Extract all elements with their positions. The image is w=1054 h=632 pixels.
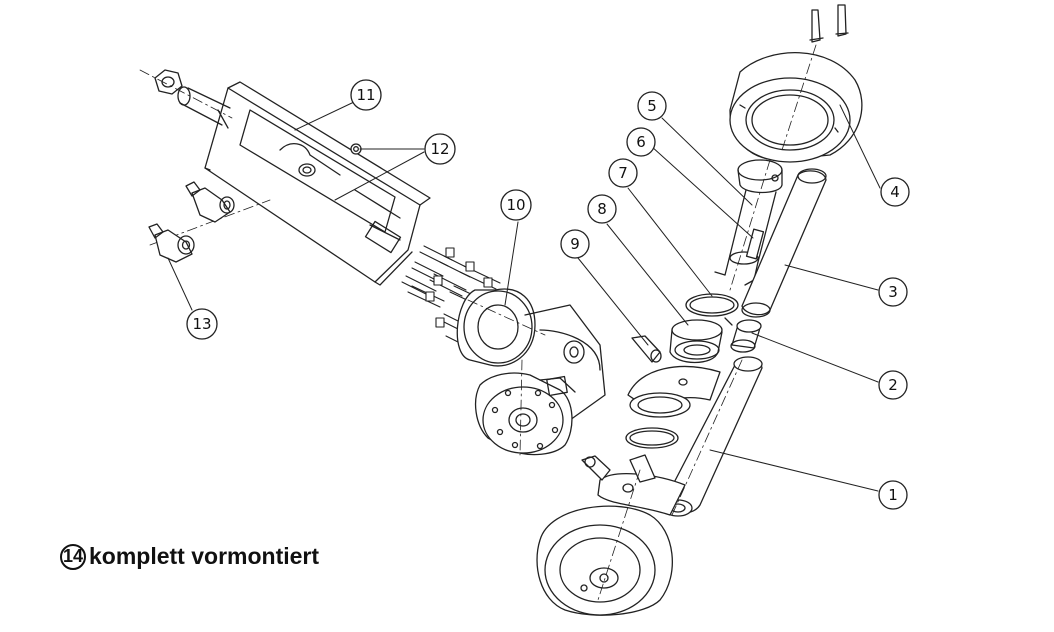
callout-circle-7 bbox=[608, 158, 638, 188]
callout-circle-5 bbox=[637, 91, 667, 121]
fittings-part-13 bbox=[148, 181, 235, 263]
caption-callout-number: 14 bbox=[60, 543, 86, 570]
circlip-part-7 bbox=[685, 293, 739, 326]
callout-label-7: 7 bbox=[618, 164, 628, 182]
callout-circle-9 bbox=[560, 229, 590, 259]
gearbox-part-10 bbox=[456, 288, 606, 456]
callout-label-4: 4 bbox=[890, 183, 900, 201]
callout-circle-1 bbox=[878, 480, 908, 510]
swing-arm-part-1 bbox=[581, 356, 763, 517]
callout-circle-6 bbox=[626, 127, 656, 157]
callout-circle-4 bbox=[880, 177, 910, 207]
gear-housing-part-11 bbox=[139, 69, 431, 286]
caption-text: komplett vormontiert bbox=[89, 543, 320, 569]
callout-label-1: 1 bbox=[888, 486, 898, 504]
assembly-caption: 14 komplett vormontiert bbox=[60, 543, 319, 570]
callout-circle-3 bbox=[878, 277, 908, 307]
bushing-part-2 bbox=[730, 319, 762, 353]
callout-label-11: 11 bbox=[356, 86, 375, 104]
tube-part-3 bbox=[741, 168, 827, 318]
bearing-part-8 bbox=[669, 319, 723, 364]
wheel-lower bbox=[536, 469, 673, 616]
axle-part-5 bbox=[714, 159, 783, 291]
callout-circle-11 bbox=[350, 79, 382, 111]
callout-circle-2 bbox=[878, 370, 908, 400]
callout-label-9: 9 bbox=[570, 235, 580, 253]
callout-label-13: 13 bbox=[192, 315, 211, 333]
callout-label-10: 10 bbox=[506, 196, 525, 214]
callout-circle-12 bbox=[424, 133, 456, 165]
callout-label-5: 5 bbox=[647, 97, 657, 115]
wheel-upper-part-4 bbox=[729, 4, 863, 163]
callout-label-3: 3 bbox=[888, 283, 898, 301]
callout-label-6: 6 bbox=[636, 133, 646, 151]
callout-label-2: 2 bbox=[888, 376, 898, 394]
callout-label-12: 12 bbox=[430, 140, 449, 158]
leader-lines bbox=[167, 101, 881, 492]
grease-fitting-part-9 bbox=[631, 335, 662, 363]
callout-circle-13 bbox=[186, 308, 218, 340]
callout-label-8: 8 bbox=[597, 200, 607, 218]
callout-circle-10 bbox=[500, 189, 532, 221]
callout-circle-8 bbox=[587, 194, 617, 224]
